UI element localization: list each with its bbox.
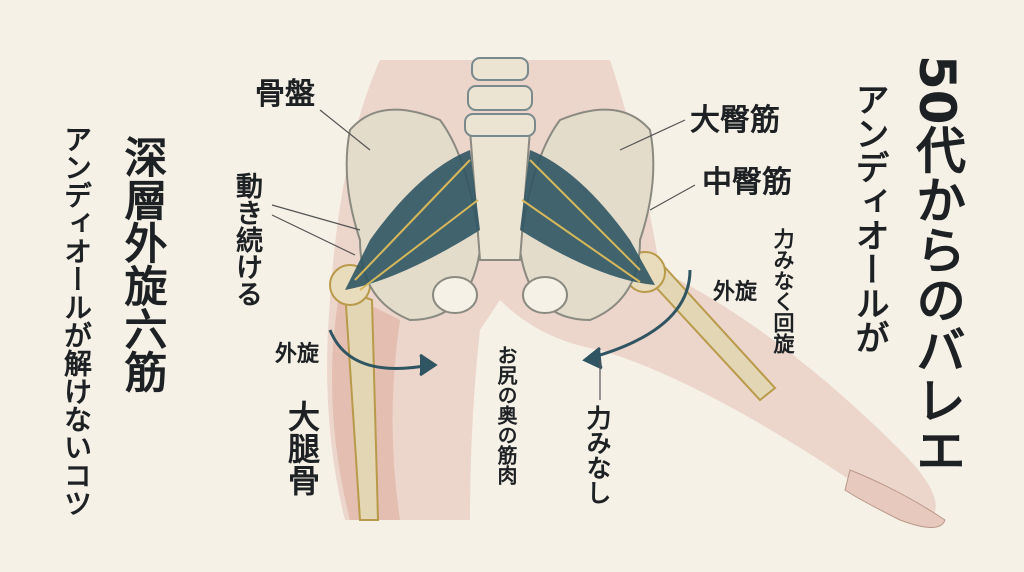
label-femur: 大腿骨 [283, 400, 321, 496]
label-external-rotation-right: 外旋 [713, 280, 758, 305]
label-gluteus-medius: 中臀筋 [702, 165, 792, 200]
label-deep-hip-muscles: お尻の奥の筋肉 [494, 345, 518, 485]
label-pelvis: 骨盤 [255, 77, 315, 112]
ballet-shoe [844, 469, 946, 528]
left-title: 深層外旋六筋 [117, 135, 167, 393]
main-title: 50代からのバレエ [908, 55, 966, 475]
spine [464, 57, 536, 137]
tendon-lines [354, 159, 641, 291]
label-keep-moving: 動き続ける [231, 172, 262, 307]
label-gluteus-maximus: 大臀筋 [690, 103, 780, 138]
label-rotate-without-tension: 力みなく回旋 [771, 228, 795, 354]
label-no-tension: 力みなし [583, 405, 612, 505]
left-subtitle: アンディオールが解けないコツ [60, 125, 93, 517]
label-external-rotation-left: 外旋 [275, 342, 320, 367]
rotation-arrows [328, 269, 692, 377]
subtitle: アンディオールが [849, 82, 889, 354]
leader-lines [271, 109, 696, 400]
